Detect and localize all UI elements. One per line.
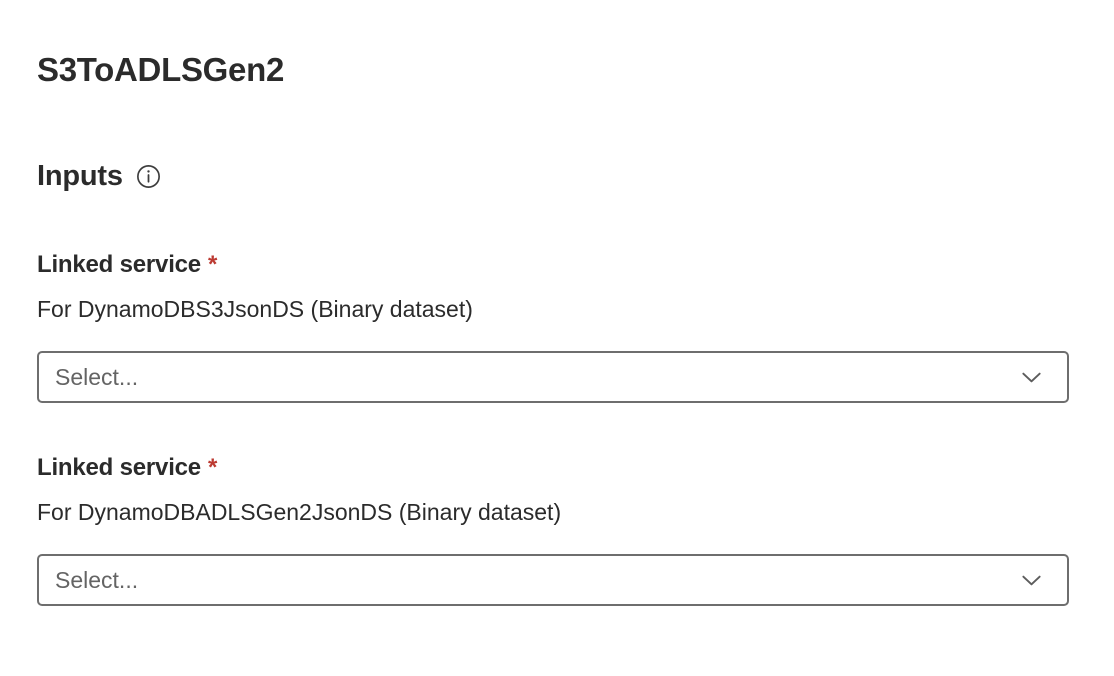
chevron-down-icon bbox=[1020, 569, 1043, 592]
required-asterisk: * bbox=[207, 454, 218, 481]
chevron-down-icon bbox=[1020, 366, 1043, 389]
inputs-heading-label: Inputs bbox=[37, 160, 123, 192]
field-label: Linked service* bbox=[37, 453, 1069, 483]
linked-service-dropdown-1[interactable]: Select... bbox=[37, 351, 1069, 403]
dropdown-placeholder: Select... bbox=[55, 566, 139, 593]
dropdown-placeholder: Select... bbox=[55, 363, 139, 390]
inputs-section-heading: Inputs bbox=[37, 158, 1069, 194]
field-label: Linked service* bbox=[37, 250, 1069, 280]
linked-service-dropdown-2[interactable]: Select... bbox=[37, 554, 1069, 606]
linked-service-field-1: Linked service* For DynamoDBS3JsonDS (Bi… bbox=[37, 250, 1069, 403]
field-description: For DynamoDBS3JsonDS (Binary dataset) bbox=[37, 296, 473, 322]
linked-service-field-2: Linked service* For DynamoDBADLSGen2Json… bbox=[37, 453, 1069, 606]
field-description: For DynamoDBADLSGen2JsonDS (Binary datas… bbox=[37, 499, 562, 525]
page-title: S3ToADLSGen2 bbox=[37, 51, 284, 88]
linked-service-label: Linked service bbox=[37, 251, 201, 278]
required-asterisk: * bbox=[207, 251, 218, 278]
linked-service-label: Linked service bbox=[37, 454, 201, 481]
info-circle-icon[interactable] bbox=[136, 164, 161, 189]
